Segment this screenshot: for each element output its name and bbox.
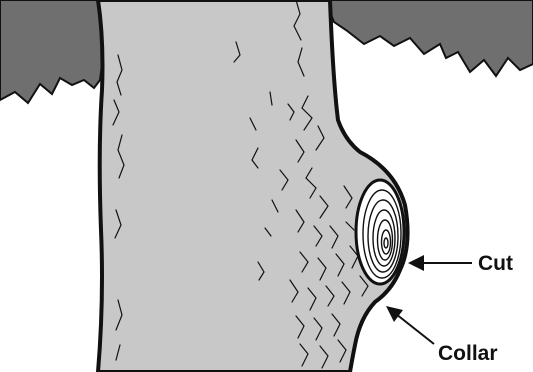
- collar-arrow: [386, 306, 435, 345]
- cut-label: Cut: [478, 252, 513, 275]
- bark-texture: [112, 0, 369, 369]
- tree-trunk: [96, 0, 410, 372]
- collar-label: Collar: [438, 342, 498, 365]
- foliage-right: [323, 0, 533, 78]
- cut-arrow: [408, 255, 472, 271]
- cut-face: [354, 178, 406, 286]
- foliage-left: [0, 0, 108, 105]
